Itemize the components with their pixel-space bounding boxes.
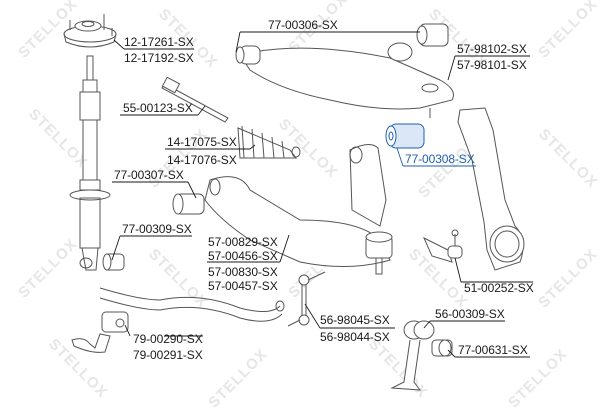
stabilizer-link-part [287, 271, 326, 327]
steering-knuckle-part [457, 107, 525, 271]
part-number-label[interactable]: 12-17261-SX [124, 35, 194, 49]
part-number-label[interactable]: 57-00830-SX [208, 265, 278, 279]
part-number-label[interactable]: 12-17192-SX [124, 51, 194, 65]
part-number-label[interactable]: 57-00457-SX [208, 279, 278, 293]
highlighted-leader-line [396, 147, 476, 167]
part-number-label[interactable]: 14-17075-SX [167, 135, 237, 149]
stabilizer-bar-part [99, 287, 285, 322]
suspension-parts-diagram: STELLOX STELLOX STELLOX STELLOX STELLOX … [15, 0, 600, 411]
part-number-label[interactable]: 77-00631-SX [458, 343, 528, 357]
part-number-label[interactable]: 14-17076-SX [167, 153, 237, 167]
part-number-label[interactable]: 56-98044-SX [320, 330, 390, 344]
part-number-label[interactable]: 55-00123-SX [123, 101, 193, 115]
part-number-label-highlighted[interactable]: 77-00308-SX [405, 152, 475, 166]
stabilizer-bushing-part [71, 311, 129, 353]
lower-ball-joint-part [365, 231, 393, 275]
shock-bushing-part [102, 253, 125, 271]
strut-mount-part [63, 14, 117, 48]
part-number-label[interactable]: 77-00309-SX [122, 222, 192, 236]
part-number-label[interactable]: 57-98101-SX [457, 58, 527, 72]
tie-rod-end-part [422, 229, 463, 263]
part-number-label[interactable]: 56-98045-SX [320, 313, 390, 327]
part-number-label[interactable]: 79-00290-SX [133, 332, 203, 346]
link-bushing-part [390, 320, 453, 391]
part-number-label[interactable]: 77-00307-SX [114, 168, 184, 182]
part-number-label[interactable]: 56-00309-SX [435, 307, 505, 321]
inner-tie-rod-part [161, 76, 229, 123]
part-number-label[interactable]: 51-00252-SX [464, 281, 534, 295]
steering-boot-part [237, 125, 301, 159]
lower-arm-bushing-front-part [172, 193, 205, 215]
part-number-label[interactable]: 57-98102-SX [457, 42, 527, 56]
part-number-label[interactable]: 57-00456-SX [208, 249, 278, 263]
upper-arm-part [239, 42, 454, 118]
upper-arm-bushing-part [235, 23, 449, 65]
leader-lines [111, 31, 533, 358]
shock-absorber-part [69, 55, 111, 271]
highlighted-bushing-part [385, 123, 425, 149]
part-number-label[interactable]: 77-00306-SX [268, 18, 338, 32]
parts-drawing [63, 14, 533, 391]
part-number-label[interactable]: 79-00291-SX [133, 348, 203, 362]
lower-arm-part [204, 144, 391, 267]
part-number-label[interactable]: 57-00829-SX [208, 235, 278, 249]
